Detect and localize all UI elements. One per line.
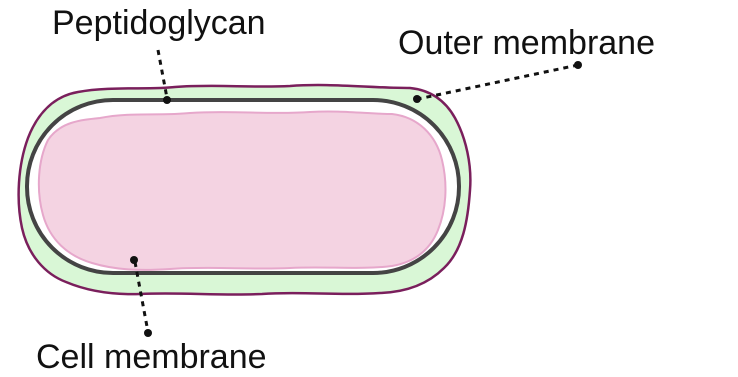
peptidoglycan-label: Peptidoglycan bbox=[52, 4, 266, 42]
cell-membrane-layer bbox=[39, 111, 446, 269]
outer-membrane-leader bbox=[413, 61, 582, 103]
outer-membrane-label: Outer membrane bbox=[398, 24, 655, 62]
cell-membrane-label: Cell membrane bbox=[36, 338, 267, 376]
